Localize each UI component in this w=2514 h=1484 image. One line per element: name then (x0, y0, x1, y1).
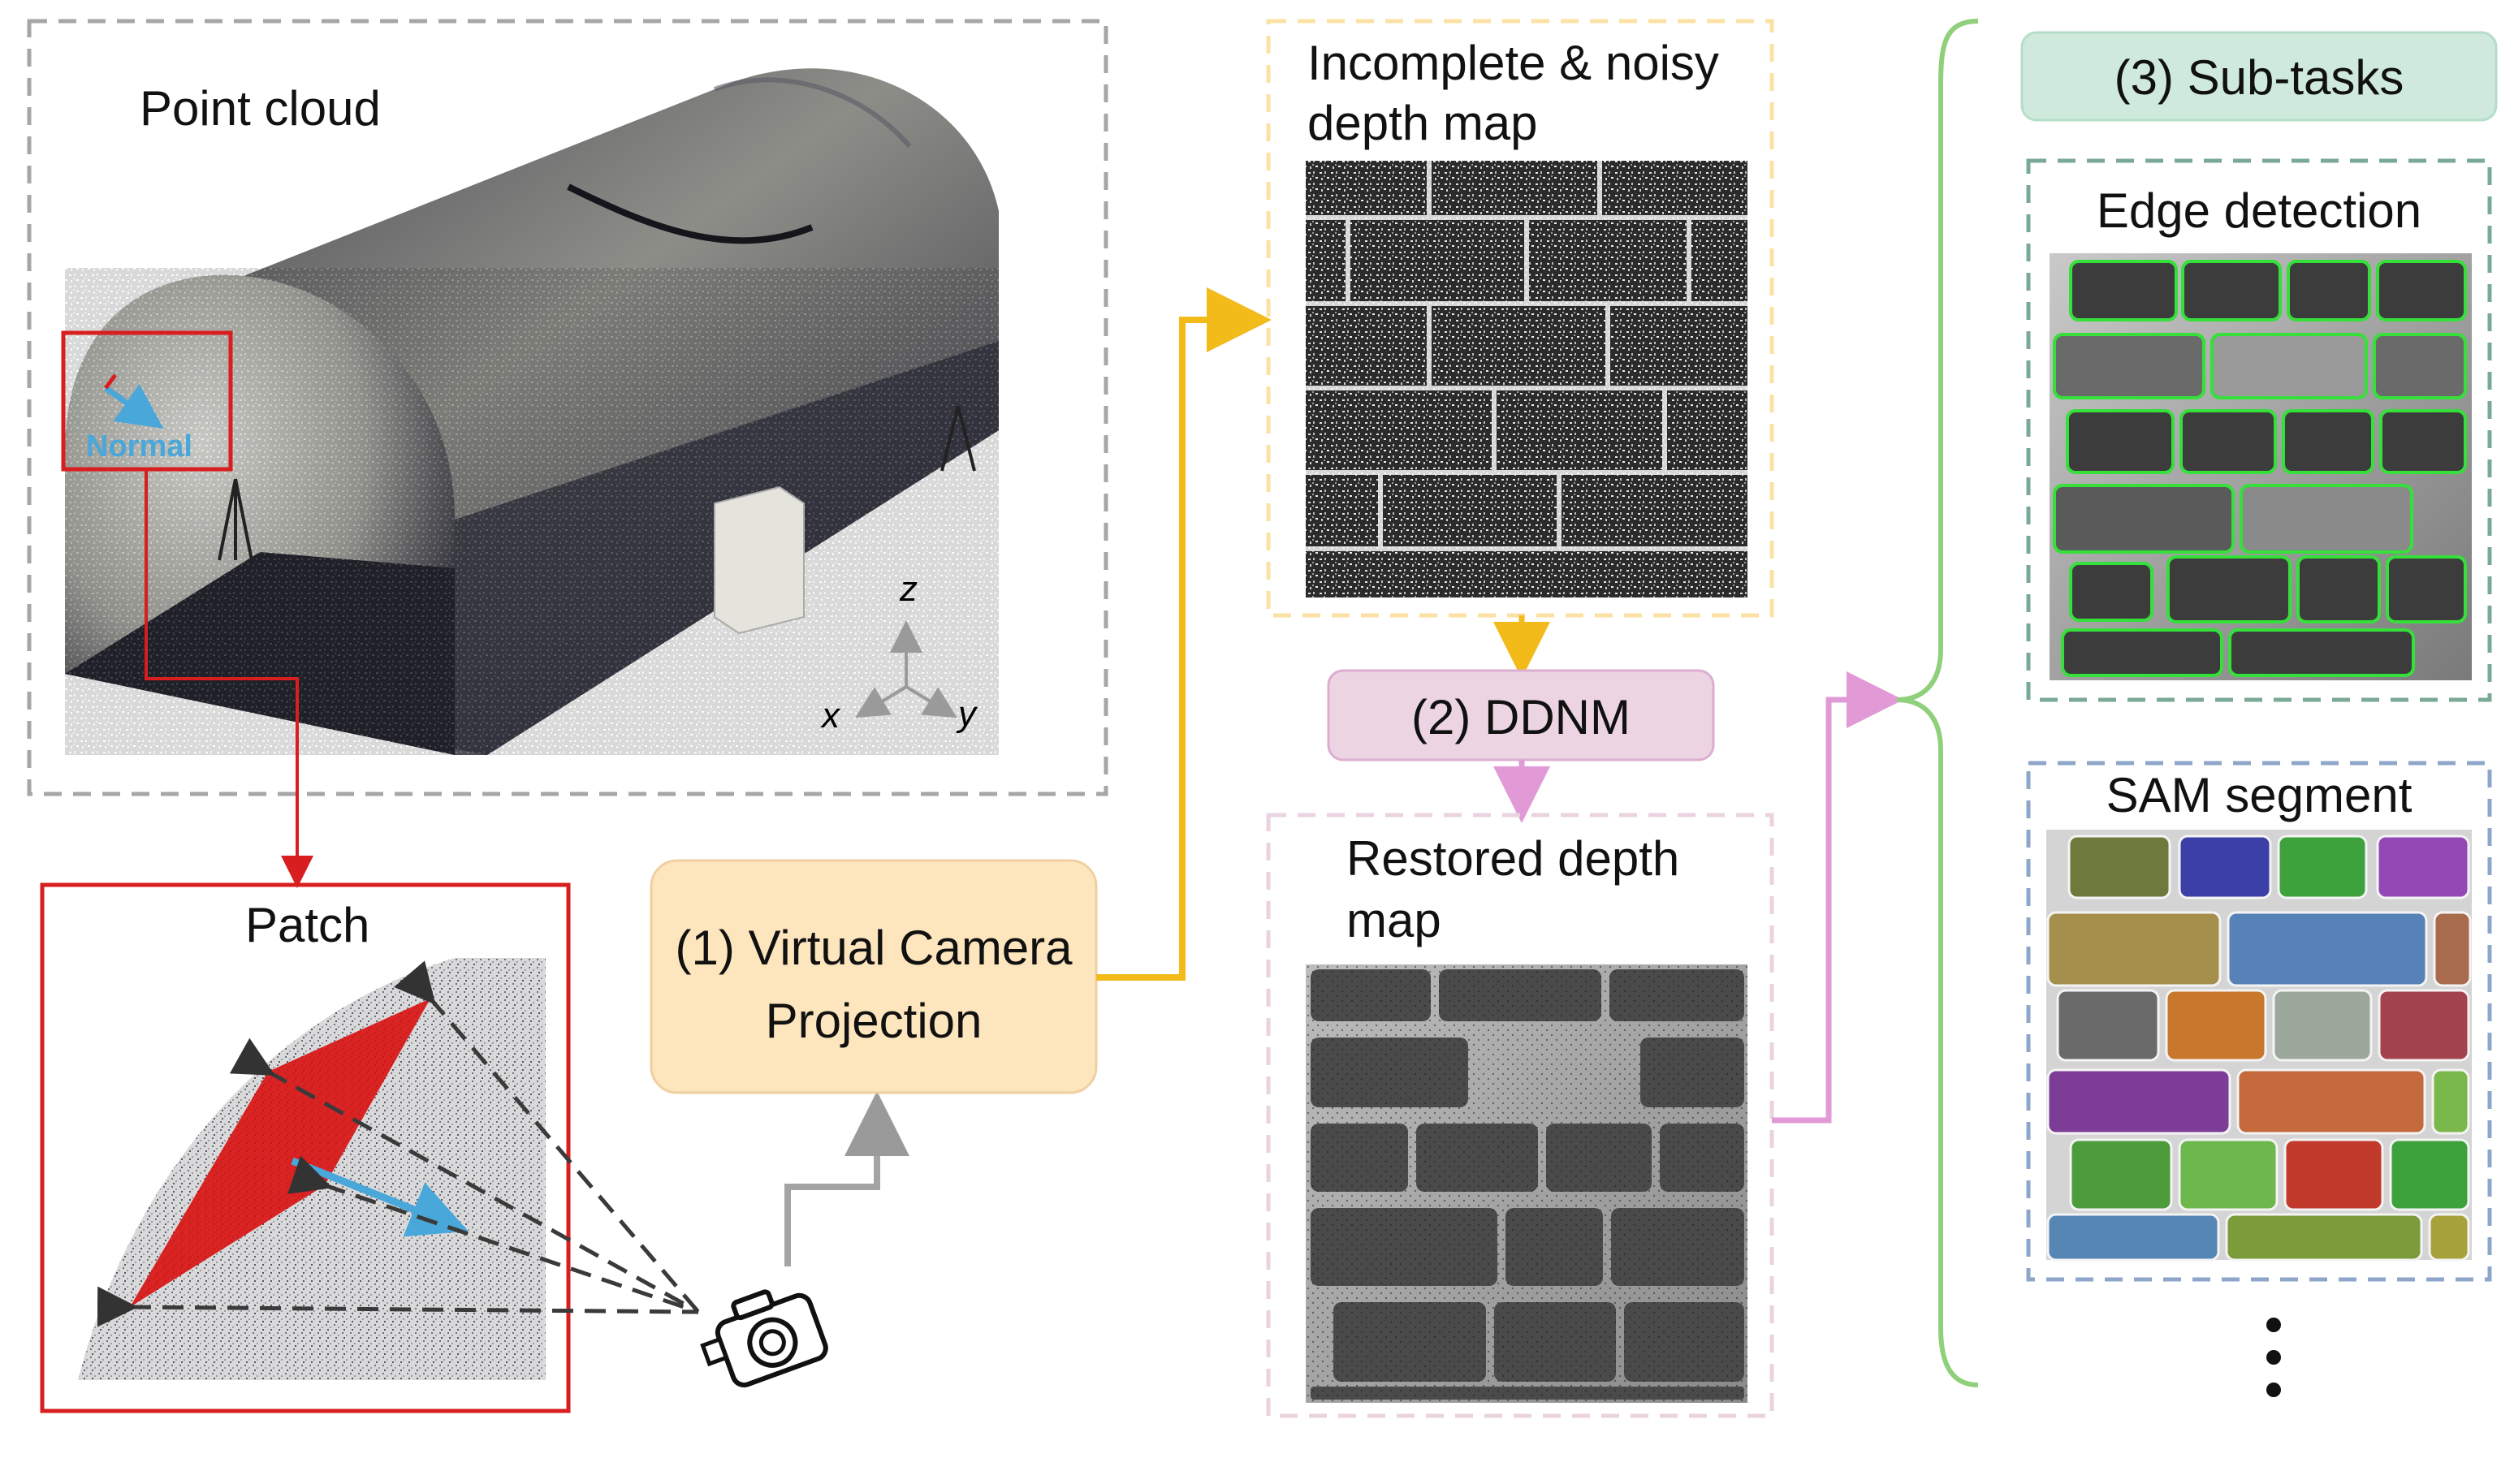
patch-connector-line (145, 469, 313, 888)
subtasks-brace (1896, 19, 1979, 1387)
axes-indicator: z x y (820, 569, 978, 736)
axis-y-label: y (956, 694, 978, 734)
subtasks-title: (3) Sub-tasks (2114, 50, 2404, 105)
edge-detection-panel: Edge detection (2026, 158, 2492, 702)
camera-icon (700, 1289, 828, 1388)
noisy-title-line1: Incomplete & noisy (1307, 36, 1719, 90)
axis-x-label: x (820, 696, 841, 736)
tunnel-point-cloud-image (65, 68, 999, 756)
projection-label-line1: (1) Virtual Camera (675, 921, 1073, 975)
patch-title: Patch (245, 898, 369, 952)
camera-to-projection-arrow (784, 1091, 909, 1266)
patch-plane (130, 999, 430, 1307)
restored-depth-map-panel: Restored depth map (1266, 813, 1774, 1418)
normal-arrow-icon (103, 383, 164, 429)
sam-segment-image (2046, 830, 2472, 1262)
axis-z-label: z (899, 569, 918, 609)
virtual-camera-projection-box: (1) Virtual Camera Projection (650, 859, 1098, 1094)
restored-title-line2: map (1346, 893, 1441, 947)
point-cloud-panel: Point cloud Normal z x y (27, 19, 1108, 796)
restored-to-subtasks-arrow (1772, 671, 1903, 1124)
restored-depth-image (1306, 964, 1747, 1403)
projection-rays (97, 960, 700, 1327)
projection-to-noisy-arrow (1096, 287, 1272, 981)
projection-label-line2: Projection (766, 994, 983, 1048)
edge-detection-image (2050, 253, 2472, 680)
patch-panel: Patch (40, 882, 700, 1413)
sam-segment-panel: SAM segment (2026, 761, 2492, 1282)
restored-title-line1: Restored depth (1346, 831, 1679, 886)
more-dots-icon (2266, 1318, 2281, 1397)
sam-segment-title: SAM segment (2106, 768, 2412, 822)
point-cloud-title: Point cloud (140, 81, 381, 136)
ddnm-label: (2) DDNM (1411, 690, 1631, 744)
ddnm-box: (2) DDNM (1327, 669, 1715, 761)
noisy-title-line2: depth map (1307, 96, 1538, 150)
subtasks-header-box: (3) Sub-tasks (2020, 31, 2498, 122)
noisy-depth-map-panel: Incomplete & noisy depth map (1266, 19, 1774, 618)
noisy-depth-image (1306, 161, 1747, 597)
normal-label: Normal (86, 429, 192, 464)
edge-detection-title: Edge detection (2097, 183, 2421, 238)
